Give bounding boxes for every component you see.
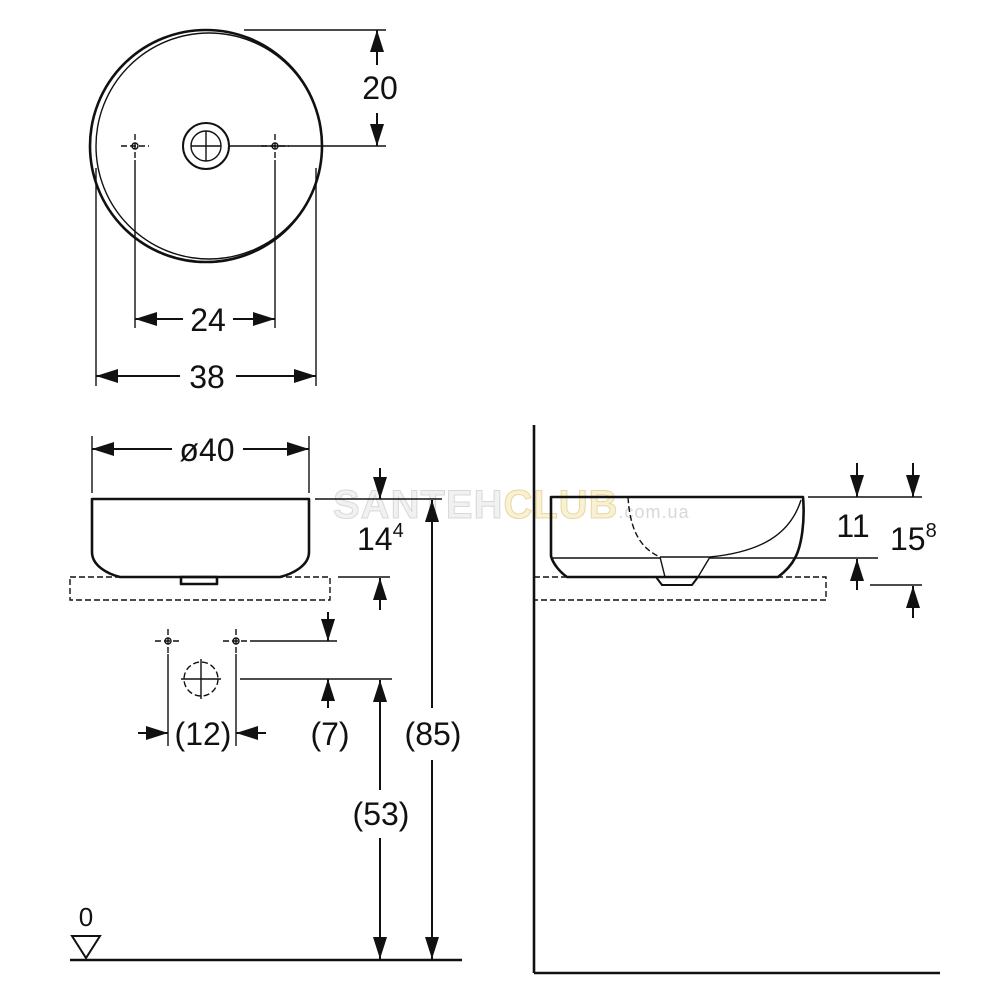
tap-position-left [155, 629, 181, 653]
watermark-text: SANTEHCLUB.com.ua [333, 483, 690, 527]
countertop-front [69, 576, 331, 601]
tap-position-right [223, 629, 249, 653]
drain-outlet-front [179, 575, 219, 586]
watermark-part1: SANTEH [333, 483, 503, 527]
drain-outlet-side [655, 576, 699, 586]
dimension-label-85: (85) [405, 716, 462, 752]
dimension-label-20: 20 [362, 70, 398, 106]
floor-level-label: 0 [79, 902, 93, 932]
basin-side-profile [549, 495, 805, 579]
floor-level: 0 [70, 902, 462, 962]
dimension-label-side-height: 158 [890, 520, 937, 557]
dimension-tap-hole-spacing: 24 [134, 160, 276, 338]
drain-position [181, 659, 221, 699]
dimension-label-height: 144 [357, 520, 404, 557]
top-view: 20 24 38 [88, 28, 398, 395]
dimension-label-diameter: ø40 [179, 432, 234, 468]
dimension-bowl-depth: 11 [710, 463, 878, 590]
dimension-diameter: ø40 [91, 432, 310, 493]
dimension-tap-above-drain: (7) [240, 612, 392, 752]
dimension-label-24: 24 [190, 302, 226, 338]
dimension-label-height-sup: 4 [393, 520, 404, 542]
dimension-tap-spacing: (12) [138, 654, 266, 752]
side-view: 11 158 [532, 425, 940, 975]
dimension-label-side-height-main: 15 [890, 521, 926, 557]
dimension-top-from-floor: (85) [405, 500, 462, 959]
drain-wall-left [659, 556, 666, 578]
dimension-label-38: 38 [189, 359, 225, 395]
tap-hole-left-center [131, 142, 139, 150]
dimension-drain-from-floor: (53) [353, 680, 410, 959]
dimension-basin-height: 144 [315, 468, 442, 610]
drain-wall-right [697, 556, 711, 578]
countertop-side [533, 576, 827, 601]
bowl-inner-hidden-curve [627, 496, 661, 558]
tap-position-right-center [232, 637, 240, 645]
dimension-side-height: 158 [870, 463, 937, 618]
tap-position-left-center [164, 637, 172, 645]
dimension-outer-width: 38 [95, 168, 317, 395]
dimension-label-11: 11 [836, 508, 869, 544]
watermark: SANTEHCLUB.com.ua [333, 483, 690, 528]
tap-hole-left [121, 134, 149, 158]
floor-level-marker [70, 935, 102, 960]
basin-front-profile [90, 497, 311, 579]
watermark-part2: CLUB [503, 483, 618, 527]
dimension-label-side-height-sup: 8 [926, 520, 937, 542]
dimension-label-7: (7) [310, 716, 349, 752]
watermark-suffix: .com.ua [619, 502, 690, 522]
front-view: ø40 144 [69, 432, 462, 962]
drain-top [182, 122, 230, 170]
dimension-label-height-main: 14 [357, 521, 393, 557]
dimension-label-53: (53) [353, 796, 410, 832]
dimension-label-12: (12) [175, 716, 232, 752]
dimension-front-to-drain: 20 [229, 29, 398, 147]
bowl-inner-curve [709, 499, 802, 558]
